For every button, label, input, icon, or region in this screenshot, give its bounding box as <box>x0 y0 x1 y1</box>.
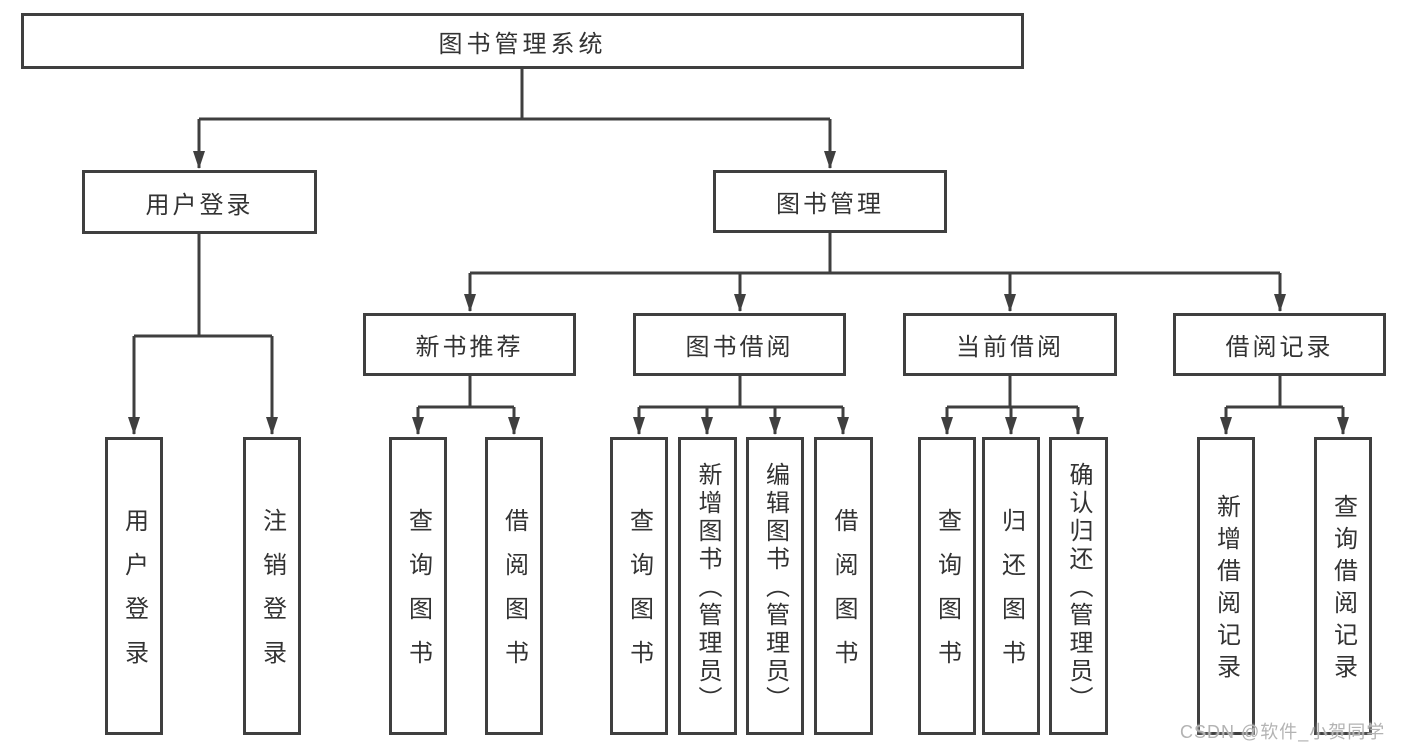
watermark: CSDN @软件_小贺同学 <box>1180 722 1386 742</box>
node-book-borrow: 图书借阅 <box>633 313 846 376</box>
rail-borrow-records <box>1226 376 1343 409</box>
rail-book-management <box>470 232 1280 275</box>
node-user-login: 用户登录 <box>82 170 317 234</box>
rail-root <box>199 69 830 121</box>
rail-current-borrow <box>947 376 1078 409</box>
leaf-edit-book-admin: 编辑图书（管理员） <box>746 437 804 735</box>
node-library-system: 图书管理系统 <box>21 13 1024 69</box>
leaf-user-login: 用户登录 <box>105 437 163 735</box>
leaf-return-book: 归还图书 <box>982 437 1040 735</box>
leaf-borrow-books-recommend: 借阅图书 <box>485 437 543 735</box>
leaf-query-books-current: 查询图书 <box>918 437 976 735</box>
leaf-query-borrow-record: 查询借阅记录 <box>1314 437 1372 735</box>
rail-book-borrow <box>639 376 843 409</box>
leaf-confirm-return-admin: 确认归还（管理员） <box>1049 437 1108 735</box>
leaf-borrow-books-borrow: 借阅图书 <box>814 437 873 735</box>
leaf-query-books-borrow: 查询图书 <box>610 437 668 735</box>
leaf-logout: 注销登录 <box>243 437 301 735</box>
rail-new-book <box>418 376 514 409</box>
leaf-query-books-recommend: 查询图书 <box>389 437 447 735</box>
leaf-add-borrow-record: 新增借阅记录 <box>1197 437 1255 735</box>
node-new-book-recommend: 新书推荐 <box>363 313 576 376</box>
rail-user-login <box>134 234 272 338</box>
node-current-borrow: 当前借阅 <box>903 313 1117 376</box>
node-borrow-records: 借阅记录 <box>1173 313 1386 376</box>
node-book-management: 图书管理 <box>713 170 947 233</box>
leaf-add-book-admin: 新增图书（管理员） <box>678 437 737 735</box>
